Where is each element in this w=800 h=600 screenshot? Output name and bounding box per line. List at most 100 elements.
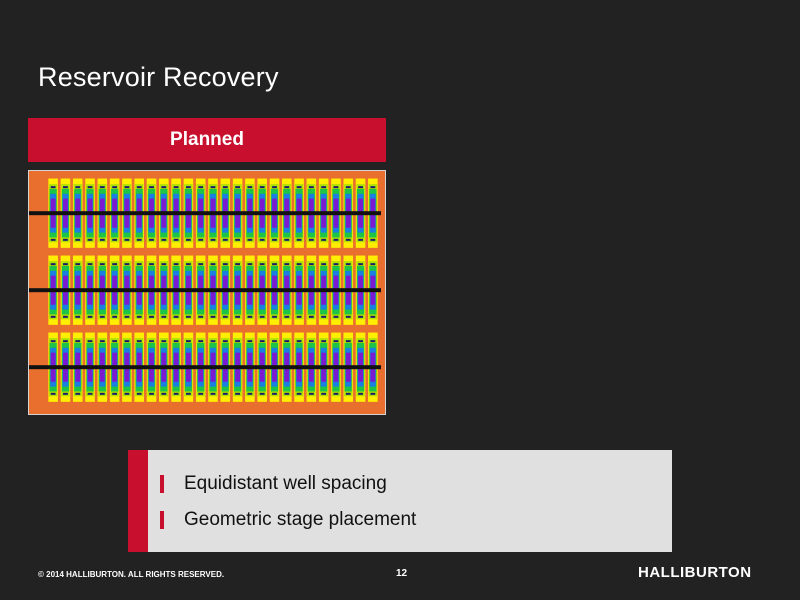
frac-stage-node (259, 315, 265, 318)
frac-stage-node (222, 340, 228, 343)
frac-stage-node (308, 238, 314, 241)
frac-stage-node (321, 340, 327, 343)
frac-stage-node (345, 238, 351, 241)
frac-stage-node (124, 186, 130, 189)
frac-stage-node (112, 238, 118, 241)
frac-stage-node (272, 238, 277, 241)
frac-stage-node (272, 263, 277, 266)
frac-stage-node (272, 392, 277, 395)
frac-stage-node (112, 392, 118, 395)
frac-stage-node (161, 238, 167, 241)
frac-stage-node (87, 340, 93, 343)
bullet-box: Equidistant well spacing Geometric stage… (128, 450, 672, 552)
frac-stage-node (235, 238, 240, 241)
frac-stage-node (358, 315, 363, 318)
frac-stage-node (136, 340, 142, 343)
frac-stage-node (198, 263, 204, 266)
frac-stage-node (296, 392, 302, 395)
frac-stage-node (124, 263, 130, 266)
frac-stage-node (87, 238, 93, 241)
frac-stage-node (345, 392, 351, 395)
frac-stage-node (50, 186, 56, 189)
frac-stage-node (235, 186, 240, 189)
frac-stage-node (63, 263, 68, 266)
frac-stage-node (50, 392, 56, 395)
panel-header-planned: Planned (28, 118, 386, 162)
frac-stage-node (308, 315, 314, 318)
frac-stage-node (296, 263, 302, 266)
frac-stage-node (247, 315, 253, 318)
frac-stage-node (345, 263, 351, 266)
frac-stage-node (247, 392, 253, 395)
frac-stage-node (358, 392, 363, 395)
frac-stage-node (136, 238, 142, 241)
frac-stage-node (161, 186, 167, 189)
frac-stage-node (272, 315, 277, 318)
frac-stage-node (210, 263, 216, 266)
frac-stage-node (321, 186, 327, 189)
frac-stage-node (87, 186, 93, 189)
frac-stage-node (370, 186, 376, 189)
frac-stage-node (198, 340, 204, 343)
frac-stage-node (333, 186, 339, 189)
frac-stage-node (308, 392, 314, 395)
frac-stage-node (75, 340, 81, 343)
frac-stage-node (210, 340, 216, 343)
frac-stage-node (235, 315, 240, 318)
frac-stage-node (333, 238, 339, 241)
frac-stage-node (247, 263, 253, 266)
frac-stage-node (321, 238, 327, 241)
frac-stage-node (149, 315, 154, 318)
frac-stage-node (222, 238, 228, 241)
frac-stage-node (161, 340, 167, 343)
frac-stage-node (173, 186, 179, 189)
frac-stage-node (186, 238, 191, 241)
frac-stage-node (235, 340, 240, 343)
bullet-item-stage-placement: Geometric stage placement (160, 509, 416, 531)
halliburton-logo: HALLIBURTON (638, 564, 752, 581)
horizontal-well-line (29, 288, 381, 293)
fracture-stage-grid (29, 178, 381, 402)
bullet-marker-icon (160, 511, 164, 529)
frac-stage-node (308, 340, 314, 343)
frac-stage-node (210, 315, 216, 318)
frac-stage-node (370, 392, 376, 395)
frac-stage-node (210, 392, 216, 395)
frac-stage-node (99, 263, 105, 266)
frac-stage-node (75, 186, 81, 189)
frac-stage-node (247, 186, 253, 189)
frac-stage-node (50, 315, 56, 318)
frac-stage-node (87, 392, 93, 395)
frac-stage-node (161, 392, 167, 395)
frac-stage-node (75, 263, 81, 266)
frac-stage-node (358, 340, 363, 343)
frac-stage-node (173, 315, 179, 318)
frac-stage-node (63, 238, 68, 241)
frac-stage-node (259, 340, 265, 343)
frac-stage-node (284, 315, 290, 318)
frac-stage-node (321, 263, 327, 266)
frac-stage-node (99, 315, 105, 318)
frac-stage-node (333, 340, 339, 343)
frac-stage-node (173, 340, 179, 343)
frac-stage-node (63, 392, 68, 395)
frac-stage-node (87, 263, 93, 266)
frac-stage-node (345, 315, 351, 318)
frac-stage-node (136, 186, 142, 189)
frac-stage-node (222, 186, 228, 189)
frac-stage-node (149, 186, 154, 189)
frac-stage-node (284, 392, 290, 395)
frac-stage-node (345, 186, 351, 189)
frac-stage-node (235, 392, 240, 395)
frac-stage-node (112, 340, 118, 343)
frac-stage-node (296, 186, 302, 189)
frac-stage-node (173, 238, 179, 241)
frac-stage-node (198, 315, 204, 318)
frac-stage-node (296, 340, 302, 343)
frac-stage-node (222, 263, 228, 266)
frac-stage-node (136, 263, 142, 266)
frac-stage-node (161, 315, 167, 318)
frac-stage-node (370, 263, 376, 266)
frac-stage-node (370, 340, 376, 343)
bullet-text: Geometric stage placement (184, 509, 417, 530)
